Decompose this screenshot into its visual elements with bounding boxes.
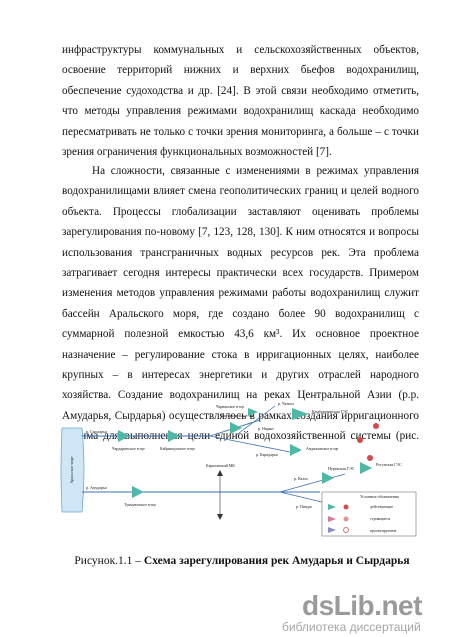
toktogul-reservoir xyxy=(230,422,242,434)
panj-label: р. Пяндж xyxy=(296,504,312,509)
karshi-label: Каршинский МК xyxy=(206,463,235,468)
rogun-label: Рогунская ГЭС xyxy=(376,462,402,467)
karadarya-label: р. Карадарья xyxy=(256,452,278,457)
watermark-subtitle: библиотека диссертаций xyxy=(282,620,421,634)
rogun-station xyxy=(360,462,372,474)
nurek-label: Нурекская ГЭС xyxy=(328,466,355,471)
chardara-reservoir xyxy=(118,430,130,442)
kambarata-station xyxy=(292,408,308,420)
dam-marker-1 xyxy=(357,437,363,443)
syrdarya-label: р. Сырдарья xyxy=(86,429,107,434)
andijan-label: Андижанское в-ще xyxy=(306,446,339,451)
legend-item-2: строящиеся xyxy=(370,516,390,521)
watermark[interactable]: dsLib.net библиотека диссертаций xyxy=(282,590,442,634)
toktogul-label: Токтогульское в-ще xyxy=(220,413,254,418)
dam-marker-3 xyxy=(367,455,373,461)
dam-marker-2 xyxy=(373,423,379,429)
paragraph-1: инфраструктуры коммунальных и сельскохоз… xyxy=(62,44,419,159)
naryn-label: р. Нарын xyxy=(258,426,274,431)
legend-item-1: действующие xyxy=(370,504,393,509)
tuyamuyun-label: Туямуюнское в-ще xyxy=(124,502,156,507)
kambarata-label: Камбаратинская ГЭС xyxy=(312,409,349,414)
charvak-reservoir xyxy=(248,408,258,416)
watermark-logo: dsLib.net xyxy=(302,590,422,621)
caption-title: Схема зарегулирования рек Амударья и Сыр… xyxy=(143,555,410,567)
legend-item-3: проектируемые xyxy=(370,528,397,533)
legend-title: Условные обозначения xyxy=(360,494,399,499)
charvak-label: Чарвакское в-ще xyxy=(216,404,244,409)
chatkal-label: р. Чаткал xyxy=(278,401,294,406)
chardara-label: Чардаринское в-ще xyxy=(112,446,145,451)
caption-prefix: Рисунок.1.1 – xyxy=(74,555,144,567)
andijan-reservoir xyxy=(290,444,302,456)
paragraph-2: На сложности, связанные с изменениями в … xyxy=(62,165,419,463)
figure-diagram: Аральское море р. Сырдарья Чардаринское … xyxy=(60,401,417,537)
amudarya-label: р. Амударья xyxy=(86,485,107,490)
legend-box xyxy=(321,491,417,537)
kayrakkum-reservoir xyxy=(168,430,180,442)
kayrakkum-label: Кайраккумское в-ще xyxy=(160,446,195,451)
tuyamuyun-reservoir xyxy=(132,486,144,498)
aral-sea-shape xyxy=(60,427,85,513)
nurek-station xyxy=(322,472,334,484)
vakhsh-label: р. Вахш xyxy=(294,476,308,481)
figure-caption: Рисунок.1.1 – Схема зарегулирования рек … xyxy=(62,555,422,567)
sea-label: Аральское море xyxy=(69,456,74,483)
